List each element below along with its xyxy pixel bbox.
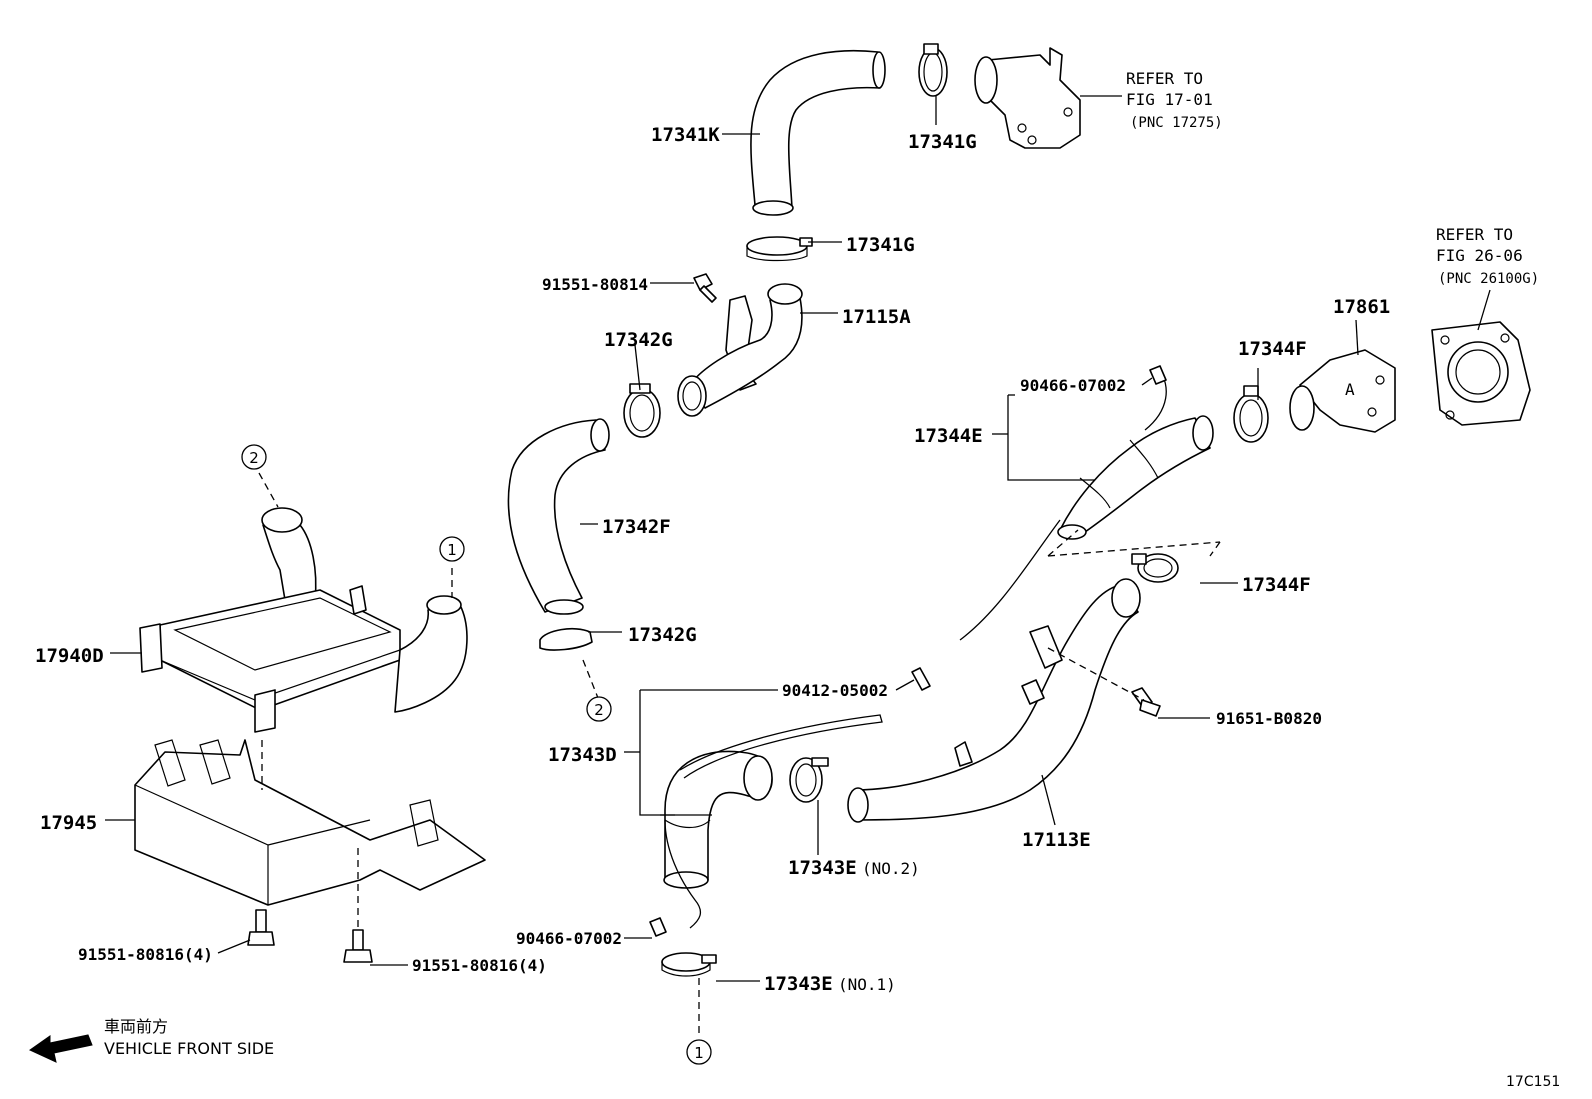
- clamp-17342G-bot-drawing: [539, 628, 593, 651]
- callout-1-hose: 1: [686, 1039, 712, 1065]
- bolt-91551-80816-left-drawing: [247, 909, 275, 946]
- ref1-line2: FIG 17-01: [1126, 90, 1213, 109]
- bolt-91551-80816-right-drawing: [343, 929, 373, 963]
- label-17861: 17861: [1333, 296, 1390, 318]
- reference-note-26-06: REFER TO FIG 26-06 (PNC 26100G): [1436, 225, 1539, 287]
- label-91551-80816-left: 91551-80816(4): [78, 945, 213, 964]
- hose-17343D-drawing: [660, 714, 883, 929]
- ref2-line1: REFER TO: [1436, 225, 1513, 244]
- bolt-91651-B0820-drawing: [1131, 687, 1161, 717]
- label-17115A: 17115A: [842, 306, 911, 328]
- pipe-17113E-drawing: [847, 578, 1141, 823]
- figure-id: 17C151: [1506, 1074, 1560, 1090]
- label-91551-80816-right: 91551-80816(4): [412, 956, 547, 975]
- clamp-17344F-top-drawing: [1233, 385, 1269, 443]
- ref1-line3: (PNC 17275): [1130, 115, 1223, 131]
- label-17343E-no1: 17343E: [764, 973, 833, 995]
- intercooler-17940D-drawing: [139, 507, 468, 733]
- label-90412-05002: 90412-05002: [782, 681, 888, 700]
- label-91551-80814: 91551-80814: [542, 275, 648, 294]
- hose-17341K-drawing: [750, 49, 886, 216]
- adapter-mark-a: A: [1345, 380, 1355, 399]
- hose-17342F-drawing: [507, 418, 610, 615]
- label-17341G-mid: 17341G: [846, 234, 915, 256]
- clamp-17341G-mid-drawing: [746, 236, 813, 262]
- pipe-17115A-drawing: [677, 283, 803, 417]
- label-17343E-no2: 17343E: [788, 857, 857, 879]
- label-17344E: 17344E: [914, 425, 983, 447]
- label-17341K: 17341K: [651, 124, 720, 146]
- callout-2-hose: 2: [586, 696, 612, 722]
- label-17343E-no2-suffix: (NO.2): [862, 859, 920, 878]
- label-17342G-bot: 17342G: [628, 624, 697, 646]
- ref2-line2: FIG 26-06: [1436, 246, 1523, 265]
- clamp-17343E-no2-drawing: [789, 757, 829, 803]
- throttle-body-26100G-drawing: [1431, 321, 1531, 426]
- callout-1-intercooler: 1: [439, 536, 465, 562]
- label-17343E-no1-suffix: (NO.1): [838, 975, 896, 994]
- ref1-line1: REFER TO: [1126, 69, 1203, 88]
- label-17113E: 17113E: [1022, 829, 1091, 851]
- bolt-91551-80814-drawing: [693, 273, 717, 303]
- clip-90466-07002-bot-drawing: [649, 917, 667, 937]
- callout-2-label-a: 2: [249, 449, 259, 467]
- clip-90466-07002-top-drawing: [1149, 365, 1167, 385]
- clamp-17343E-no1-drawing: [661, 952, 717, 977]
- label-17945: 17945: [40, 812, 97, 834]
- ref2-line3: (PNC 26100G): [1438, 271, 1539, 287]
- label-17341G-top: 17341G: [908, 131, 977, 153]
- callout-1-label-b: 1: [694, 1044, 704, 1062]
- label-17342F: 17342F: [602, 516, 671, 538]
- label-17344F-top: 17344F: [1238, 338, 1307, 360]
- label-90466-07002-top: 90466-07002: [1020, 376, 1126, 395]
- label-17940D: 17940D: [35, 645, 104, 667]
- clip-90412-05002-drawing: [911, 667, 931, 691]
- clamp-17342G-top-drawing: [623, 383, 661, 438]
- duct-17945-drawing: [134, 739, 486, 906]
- label-17343D: 17343D: [548, 744, 617, 766]
- leader-lines: [105, 95, 1491, 1035]
- clamp-17344F-bot-drawing: [1131, 553, 1179, 583]
- callout-1-label-a: 1: [447, 541, 457, 559]
- front-arrow-icon: [29, 1034, 93, 1063]
- label-91651-B0820: 91651-B0820: [1216, 709, 1322, 728]
- label-90466-07002-bot: 90466-07002: [516, 929, 622, 948]
- outlet-housing-17275-drawing: [974, 47, 1081, 149]
- vehicle-front-indicator: 車両前方 VEHICLE FRONT SIDE: [29, 1017, 274, 1063]
- label-17344F-bot: 17344F: [1242, 574, 1311, 596]
- clamp-17341G-top-drawing: [918, 43, 948, 97]
- hose-17344E-drawing: [959, 371, 1214, 641]
- label-17342G-top: 17342G: [604, 329, 673, 351]
- adapter-17861-drawing: A: [1289, 349, 1396, 433]
- callout-2-intercooler: 2: [241, 444, 267, 470]
- front-label-en: VEHICLE FRONT SIDE: [104, 1039, 274, 1058]
- callout-2-label-b: 2: [594, 701, 604, 719]
- front-label-jp: 車両前方: [104, 1017, 168, 1036]
- reference-note-17-01: REFER TO FIG 17-01 (PNC 17275): [1126, 69, 1223, 131]
